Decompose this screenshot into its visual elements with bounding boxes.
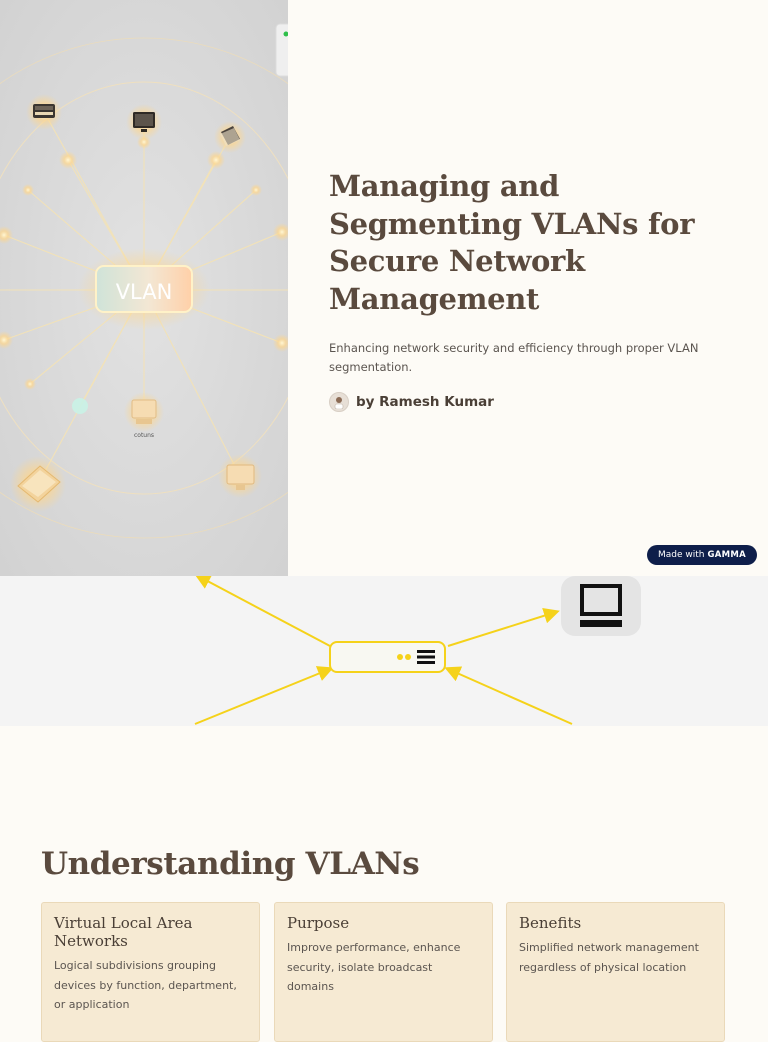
badge-prefix: Made with xyxy=(657,550,705,560)
switch-icon xyxy=(329,641,446,673)
card-title: Purpose xyxy=(287,914,350,932)
monitor-icon xyxy=(218,454,262,498)
monitor-icon xyxy=(126,104,162,140)
card-text: Simplified network management regardless… xyxy=(519,941,699,974)
page-subtitle: Enhancing network security and efficienc… xyxy=(329,341,699,374)
vlan-node: VLAN xyxy=(78,248,210,330)
vlan-illustration: VLAN cotuns xyxy=(0,0,288,576)
made-with-gamma-badge[interactable]: Made with GAMMA xyxy=(647,545,757,565)
laptop-icon xyxy=(10,456,66,512)
hero-text: Managing and Segmenting VLANs for Secure… xyxy=(329,168,729,412)
desktop-icon xyxy=(561,576,641,636)
card-title: Benefits xyxy=(519,914,582,932)
card-benefits: Benefits Simplified network management r… xyxy=(506,902,725,1042)
card-title: Virtual Local Area Networks xyxy=(54,914,193,950)
user-avatar xyxy=(329,392,349,412)
card-purpose: Purpose Improve performance, enhance sec… xyxy=(274,902,493,1042)
laptop-icon xyxy=(214,121,246,153)
device-caption: cotuns xyxy=(134,432,154,439)
vlan-label: VLAN xyxy=(116,280,173,304)
section-title: Understanding VLANs xyxy=(41,846,420,882)
network-diagram-strip xyxy=(0,576,768,726)
hero-section: VLAN cotuns xyxy=(0,0,757,576)
author-name: by Ramesh Kumar xyxy=(356,394,494,410)
card-text: Improve performance, enhance security, i… xyxy=(287,941,461,993)
badge-brand: GAMMA xyxy=(707,550,747,560)
desktop-icon: cotuns xyxy=(124,392,164,439)
router-icon xyxy=(26,94,62,130)
page-title: Managing and Segmenting VLANs for Secure… xyxy=(329,169,695,316)
card-vlan-definition: Virtual Local Area Networks Logical subd… xyxy=(41,902,260,1042)
card-text: Logical subdivisions grouping devices by… xyxy=(54,959,237,1011)
author-byline: by Ramesh Kumar xyxy=(329,392,729,412)
